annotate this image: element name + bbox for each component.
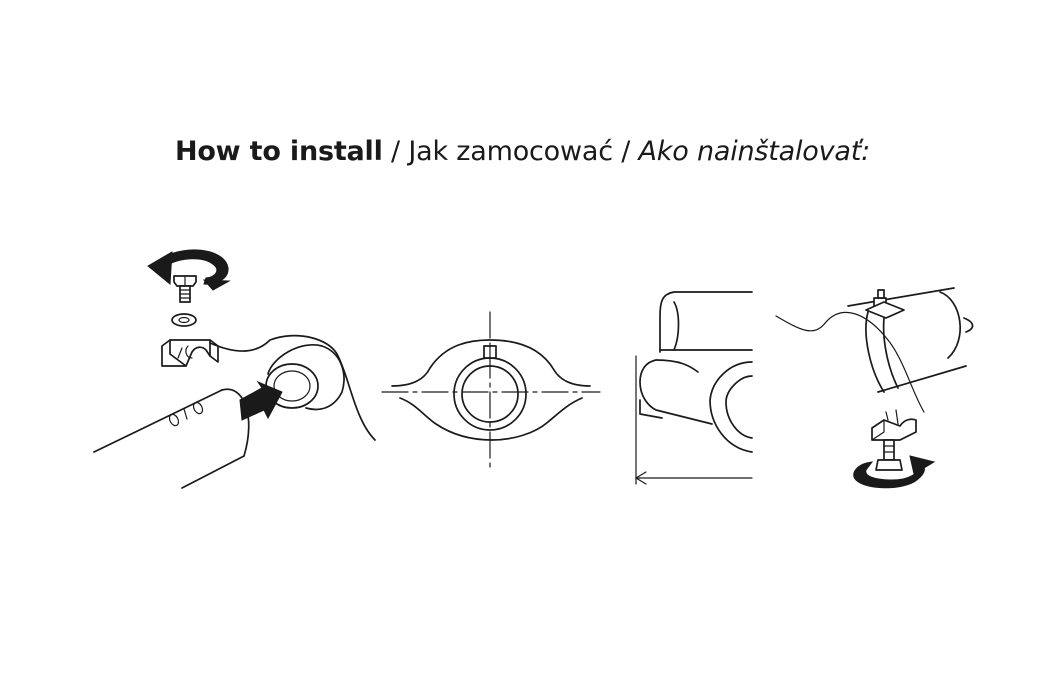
step-1-insert-pipe — [93, 249, 376, 489]
car-body-outline — [659, 291, 753, 353]
title-separator-2: / — [612, 136, 639, 167]
lower-clamp-piece-icon — [871, 409, 917, 441]
page-title: How to install / Jak zamocować / Ako nai… — [0, 134, 1045, 170]
step-3-fender-clearance — [635, 291, 753, 485]
pipe-stamp — [168, 401, 204, 427]
tail-pipe — [93, 388, 250, 489]
clamp-piece-icon — [161, 339, 219, 367]
step-2-cross-section — [381, 311, 601, 471]
muffler-body-outline — [391, 339, 591, 387]
pipe-top-edge — [847, 287, 955, 307]
bolt-icon — [173, 275, 197, 303]
pipe-inner-circle — [461, 365, 519, 423]
rotate-arrow-icon — [147, 249, 231, 291]
muffler-outlet — [209, 334, 376, 441]
clamp-band — [865, 311, 885, 393]
step-4-clamp-tighten — [775, 287, 974, 489]
insert-arrow-icon — [239, 380, 283, 421]
title-english: How to install — [174, 136, 383, 167]
title-separator-1: / — [382, 136, 409, 167]
washer-icon — [171, 313, 197, 327]
title-slovak: Ako nainštalovať: — [638, 136, 871, 167]
rotate-arrow-icon-lower — [853, 455, 936, 489]
top-nut-icon — [865, 289, 905, 319]
lower-bolt-icon — [875, 439, 903, 471]
title-polish: Jak zamocować — [408, 136, 613, 167]
pipe-bottom-edge — [877, 365, 967, 393]
